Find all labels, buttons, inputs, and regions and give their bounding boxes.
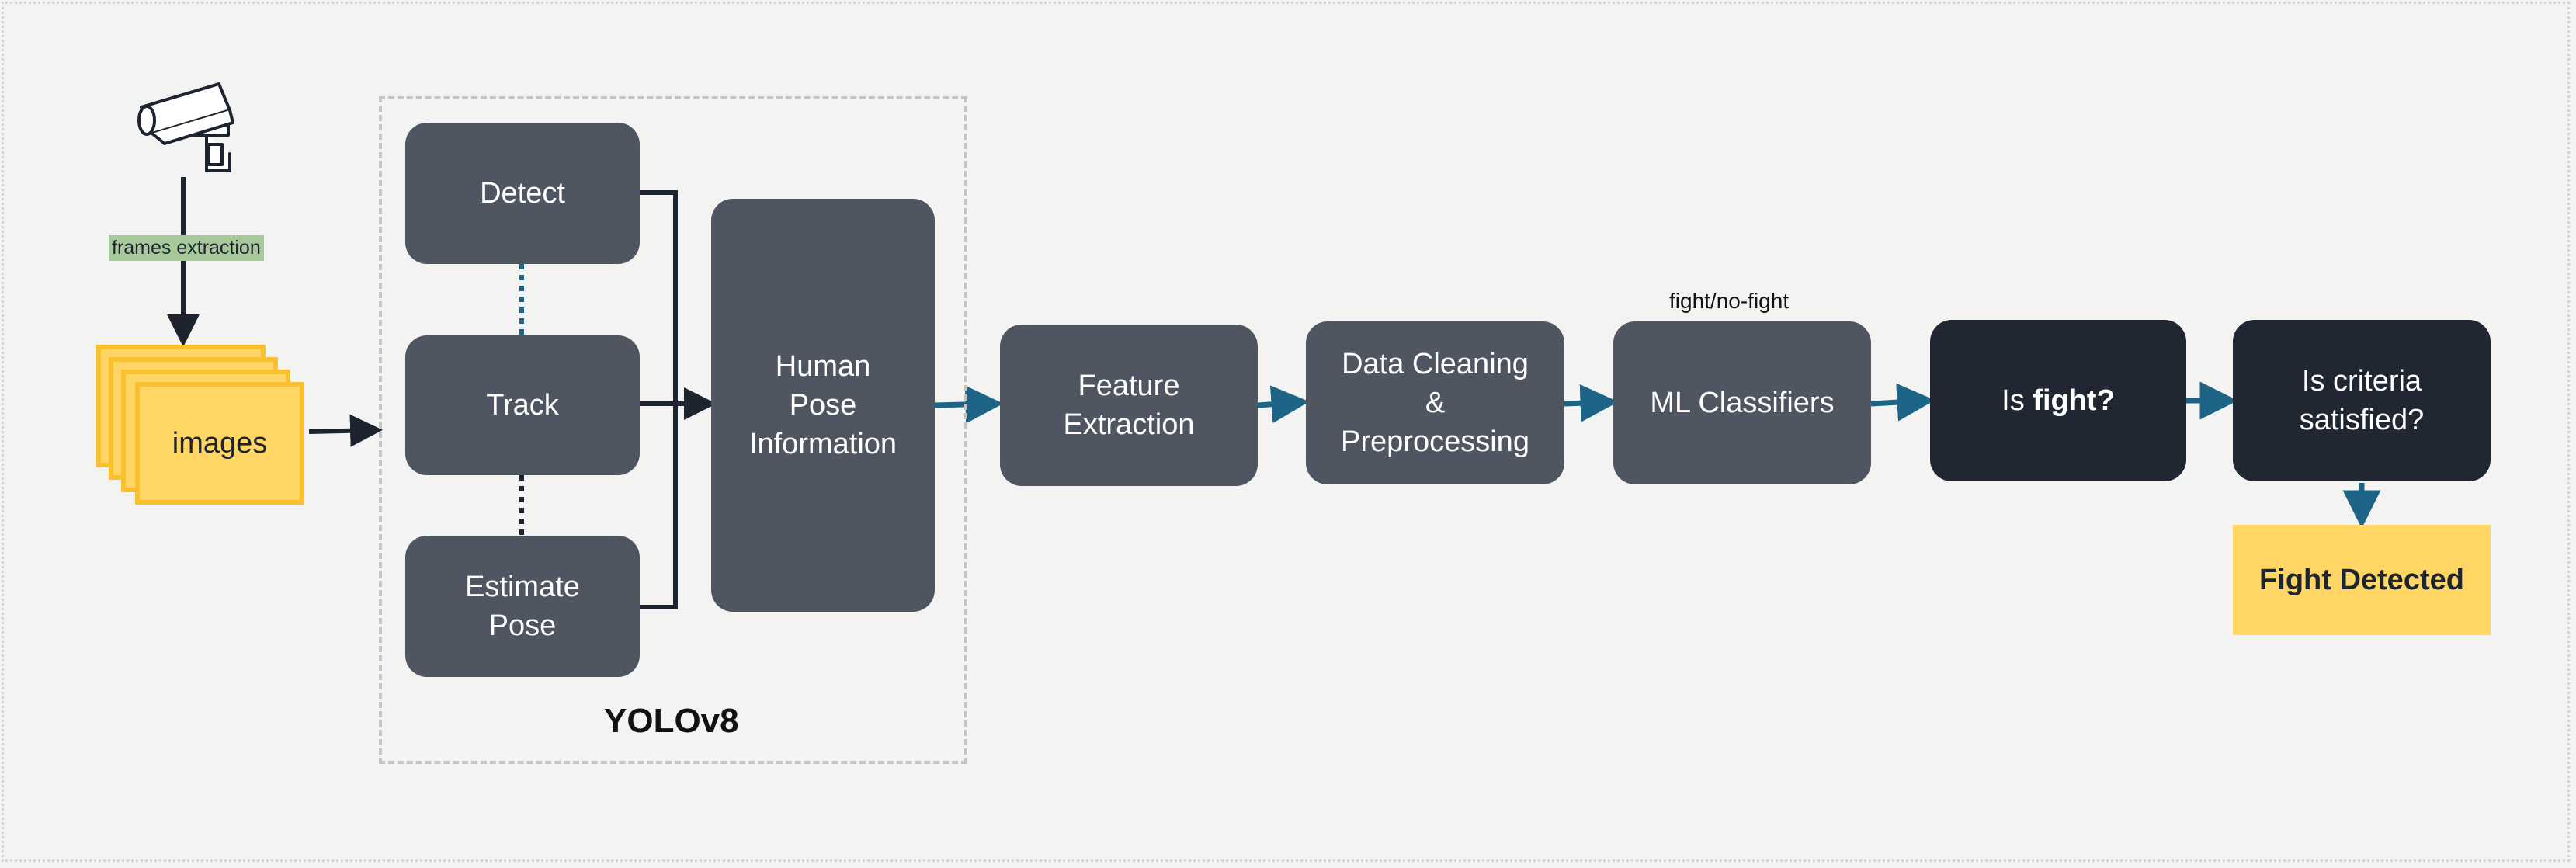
bracket-connector	[640, 190, 678, 609]
images-card: images	[135, 382, 304, 505]
track-step: Track	[405, 335, 640, 475]
arrow-feature-to-cleaning	[1257, 385, 1310, 424]
fight-no-fight-label: fight/no-fight	[1669, 289, 1790, 313]
arrow-cleaning-to-classifier	[1564, 384, 1619, 422]
is-fight-keyword: fight?	[2033, 384, 2115, 417]
estimate-pose-step: Estimate Pose	[405, 536, 640, 677]
is-fight-decision: Is fight?	[1930, 320, 2186, 481]
frames-extraction-label: frames extraction	[109, 235, 264, 261]
ml-classifiers-box: ML Classifiers	[1613, 321, 1871, 484]
arrow-images-to-yolo	[308, 414, 383, 447]
data-cleaning-box: Data Cleaning & Preprocessing	[1306, 321, 1564, 484]
arrow-classifier-to-isfight	[1870, 383, 1935, 422]
criteria-decision: Is criteria satisfied?	[2233, 320, 2491, 481]
feature-extraction-box: Feature Extraction	[1000, 325, 1258, 486]
yolov8-label: YOLOv8	[604, 702, 739, 740]
cctv-camera-icon	[137, 82, 234, 172]
pose-information-box: Human Pose Information	[711, 199, 935, 612]
is-fight-prefix: Is	[2001, 384, 2033, 417]
images-label: images	[172, 426, 268, 460]
detect-step: Detect	[405, 123, 640, 264]
fight-detected-result: Fight Detected	[2233, 525, 2491, 635]
yolov8-group	[379, 96, 967, 764]
